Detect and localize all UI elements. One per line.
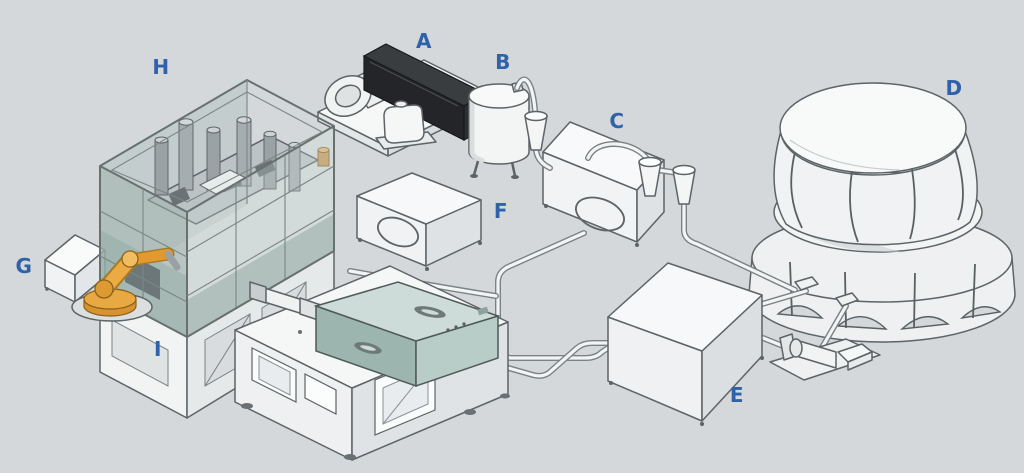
molding-machine <box>234 265 510 461</box>
robot-arm <box>71 247 181 322</box>
label-a: A <box>416 29 432 53</box>
box-g <box>44 234 106 306</box>
box-e <box>607 262 764 426</box>
injection-unit-cover <box>313 281 501 388</box>
label-c: C <box>609 109 625 133</box>
cooling-tower-d <box>748 82 1016 343</box>
label-g: G <box>15 254 33 278</box>
box-c <box>514 76 696 247</box>
label-f: F <box>493 199 509 223</box>
label-h: H <box>152 55 170 79</box>
pump-unit <box>769 276 881 381</box>
label-e: E <box>729 383 745 407</box>
label-i: I <box>154 337 162 361</box>
enclosure-h <box>71 79 335 419</box>
hopper-funnels <box>524 110 696 205</box>
box-f <box>356 172 482 271</box>
label-d: D <box>945 76 963 100</box>
tank-b <box>468 81 530 179</box>
platform-a <box>317 43 495 157</box>
label-b: B <box>495 50 511 74</box>
